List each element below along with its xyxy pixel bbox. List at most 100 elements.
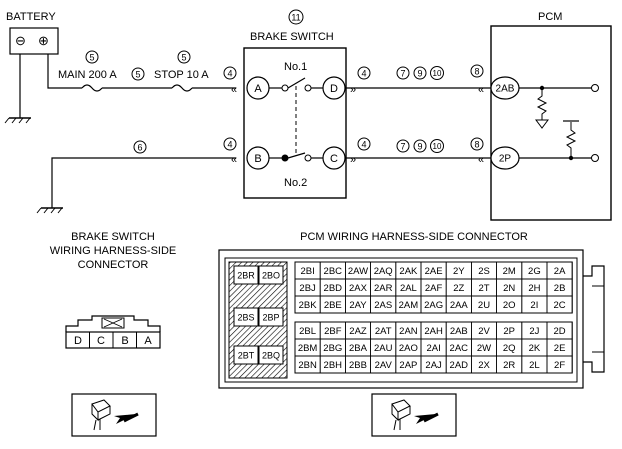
ref-4-top-left: 4 bbox=[223, 66, 237, 80]
connector-mark-icon: » bbox=[350, 84, 356, 96]
pcm-pin-label: 2AY bbox=[349, 300, 367, 311]
pcm-pin-label: 2D bbox=[554, 326, 566, 337]
pcm-pin-label: 2BA bbox=[349, 343, 368, 354]
bs-connector-title-1: BRAKE SWITCH bbox=[71, 231, 155, 243]
pcm-pin-label: 2V bbox=[478, 326, 490, 337]
pcm-pin-label: 2AG bbox=[424, 300, 443, 311]
pcm-pin-cell bbox=[258, 265, 284, 285]
svg-text:A: A bbox=[254, 83, 262, 95]
switch-no2-icon bbox=[269, 152, 323, 162]
brake-switch-ref: 11 bbox=[291, 13, 300, 23]
pcm-pin-label: 2AO bbox=[399, 343, 418, 354]
pcm-pin-label: 2BE bbox=[324, 300, 342, 311]
pcm-pin-label: 2AI bbox=[426, 343, 440, 354]
pcm-pin-label: 2T bbox=[478, 283, 489, 294]
pcm-pin-label: 2AV bbox=[375, 360, 393, 371]
pcm-pin-label: 2H bbox=[528, 283, 540, 294]
pcm-pin-label: 2BL bbox=[299, 326, 316, 337]
pcm-pin-label: 2U bbox=[478, 300, 490, 311]
svg-text:10: 10 bbox=[433, 142, 442, 151]
pcm-pin-label: 2BI bbox=[300, 266, 314, 277]
ref-6: 6 bbox=[133, 140, 147, 154]
ground-icon bbox=[36, 207, 63, 214]
pcm-pin-cell bbox=[546, 355, 573, 374]
pcm-pin-cell bbox=[233, 265, 259, 285]
pcm-pin-label: 2A bbox=[554, 266, 566, 277]
pcm-pin-label: 2AR bbox=[374, 283, 393, 294]
battery-plus-icon: ⊕ bbox=[38, 33, 49, 48]
connector-mark-icon: « bbox=[231, 154, 237, 166]
pcm-pin-label: 2AP bbox=[399, 360, 417, 371]
fuse-stop-ref: 5 bbox=[181, 53, 186, 63]
bs-connector-title-3: CONNECTOR bbox=[78, 259, 149, 271]
ref-8-bottom: 8 bbox=[470, 137, 484, 151]
bs-connector-title-2: WIRING HARNESS-SIDE bbox=[50, 245, 177, 257]
svg-text:7: 7 bbox=[400, 69, 405, 79]
svg-text:9: 9 bbox=[417, 69, 422, 79]
switch-no1-label: No.1 bbox=[284, 61, 307, 73]
svg-text:9: 9 bbox=[417, 142, 422, 152]
ref-group-top: 7 9 10 bbox=[396, 66, 444, 80]
pcm-pin-label: 2N bbox=[503, 283, 515, 294]
brake-switch: 11 BRAKE SWITCH No.1 No.2 A D B C bbox=[243, 9, 347, 199]
pcm: PCM 2AB 2P bbox=[490, 11, 612, 221]
pcm-pin-cell bbox=[258, 345, 284, 365]
pcm-pin-label: 2AM bbox=[399, 300, 419, 311]
svg-text:10: 10 bbox=[433, 69, 442, 78]
battery-body bbox=[9, 27, 59, 55]
resistor-icon bbox=[535, 85, 549, 129]
ref-4-top-right: 4 bbox=[357, 66, 371, 80]
pcm-pin-label: 2O bbox=[503, 300, 516, 311]
pcm-pin-label: 2AE bbox=[425, 266, 443, 277]
pcm-pin-label: 2F bbox=[554, 360, 565, 371]
pcm-pin-label: 2BO bbox=[262, 271, 280, 281]
pcm-pin-label: 2G bbox=[528, 266, 541, 277]
brake-switch-connector: BRAKE SWITCH WIRING HARNESS-SIDE CONNECT… bbox=[50, 231, 177, 349]
pcm-pin-label: 2BS bbox=[237, 313, 254, 323]
battery-minus-icon: ⊖ bbox=[15, 33, 26, 48]
battery-label: BATTERY bbox=[6, 11, 56, 23]
pcm-pin-label: 2BD bbox=[324, 283, 343, 294]
pcm-pin-label: 2BM bbox=[298, 343, 318, 354]
pcm-pin-label: 2W bbox=[477, 343, 491, 354]
harness-view-icon bbox=[371, 393, 457, 437]
ref-4-bottom-left: 4 bbox=[223, 137, 237, 151]
switch-no2-label: No.2 bbox=[284, 177, 307, 189]
pcm-pin-label: 2BH bbox=[324, 360, 343, 371]
pcm-pin-label: 2AJ bbox=[425, 360, 442, 371]
pcm-pin-label: 2X bbox=[478, 360, 490, 371]
pcm-pin-label: 2AL bbox=[400, 283, 417, 294]
pcm-pin-label: 2AW bbox=[348, 266, 368, 277]
pcm-pin-label: 2AA bbox=[450, 300, 469, 311]
pcm-pin-label: 2AS bbox=[374, 300, 392, 311]
ref-group-bottom: 7 9 10 bbox=[396, 139, 444, 153]
resistor-icon bbox=[563, 120, 579, 161]
svg-text:B: B bbox=[254, 153, 261, 165]
fuse-main-label: MAIN 200 A bbox=[58, 69, 117, 81]
harness-view-icon bbox=[71, 393, 157, 437]
bs-pin: D bbox=[74, 335, 82, 347]
svg-text:8: 8 bbox=[474, 67, 479, 77]
pcm-pin-label: 2BQ bbox=[262, 351, 280, 361]
pcm-pin-label: 2AN bbox=[399, 326, 418, 337]
pcm-pin-label: 2AK bbox=[399, 266, 418, 277]
pcm-pin-label: 2L bbox=[529, 360, 540, 371]
pcm-pin-label: 2Q bbox=[503, 343, 516, 354]
svg-text:7: 7 bbox=[400, 142, 405, 152]
fuse-main-icon bbox=[81, 84, 103, 92]
ref-4-text: 4 bbox=[227, 69, 232, 79]
pcm-label: PCM bbox=[538, 11, 562, 23]
pcm-pin-label: 2AX bbox=[349, 283, 368, 294]
pcm-pin-label: 2AQ bbox=[374, 266, 393, 277]
battery: BATTERY ⊖ ⊕ bbox=[6, 11, 59, 55]
pcm-pin-label: 2B bbox=[554, 283, 566, 294]
ref-5-wire: 5 bbox=[131, 67, 145, 81]
brake-switch-body bbox=[243, 47, 347, 199]
ground-icon bbox=[4, 117, 31, 124]
pcm-pin-label: 2BJ bbox=[299, 283, 316, 294]
svg-text:4: 4 bbox=[361, 140, 366, 150]
connector-mark-icon: « bbox=[478, 84, 484, 96]
bs-pin: C bbox=[97, 335, 105, 347]
